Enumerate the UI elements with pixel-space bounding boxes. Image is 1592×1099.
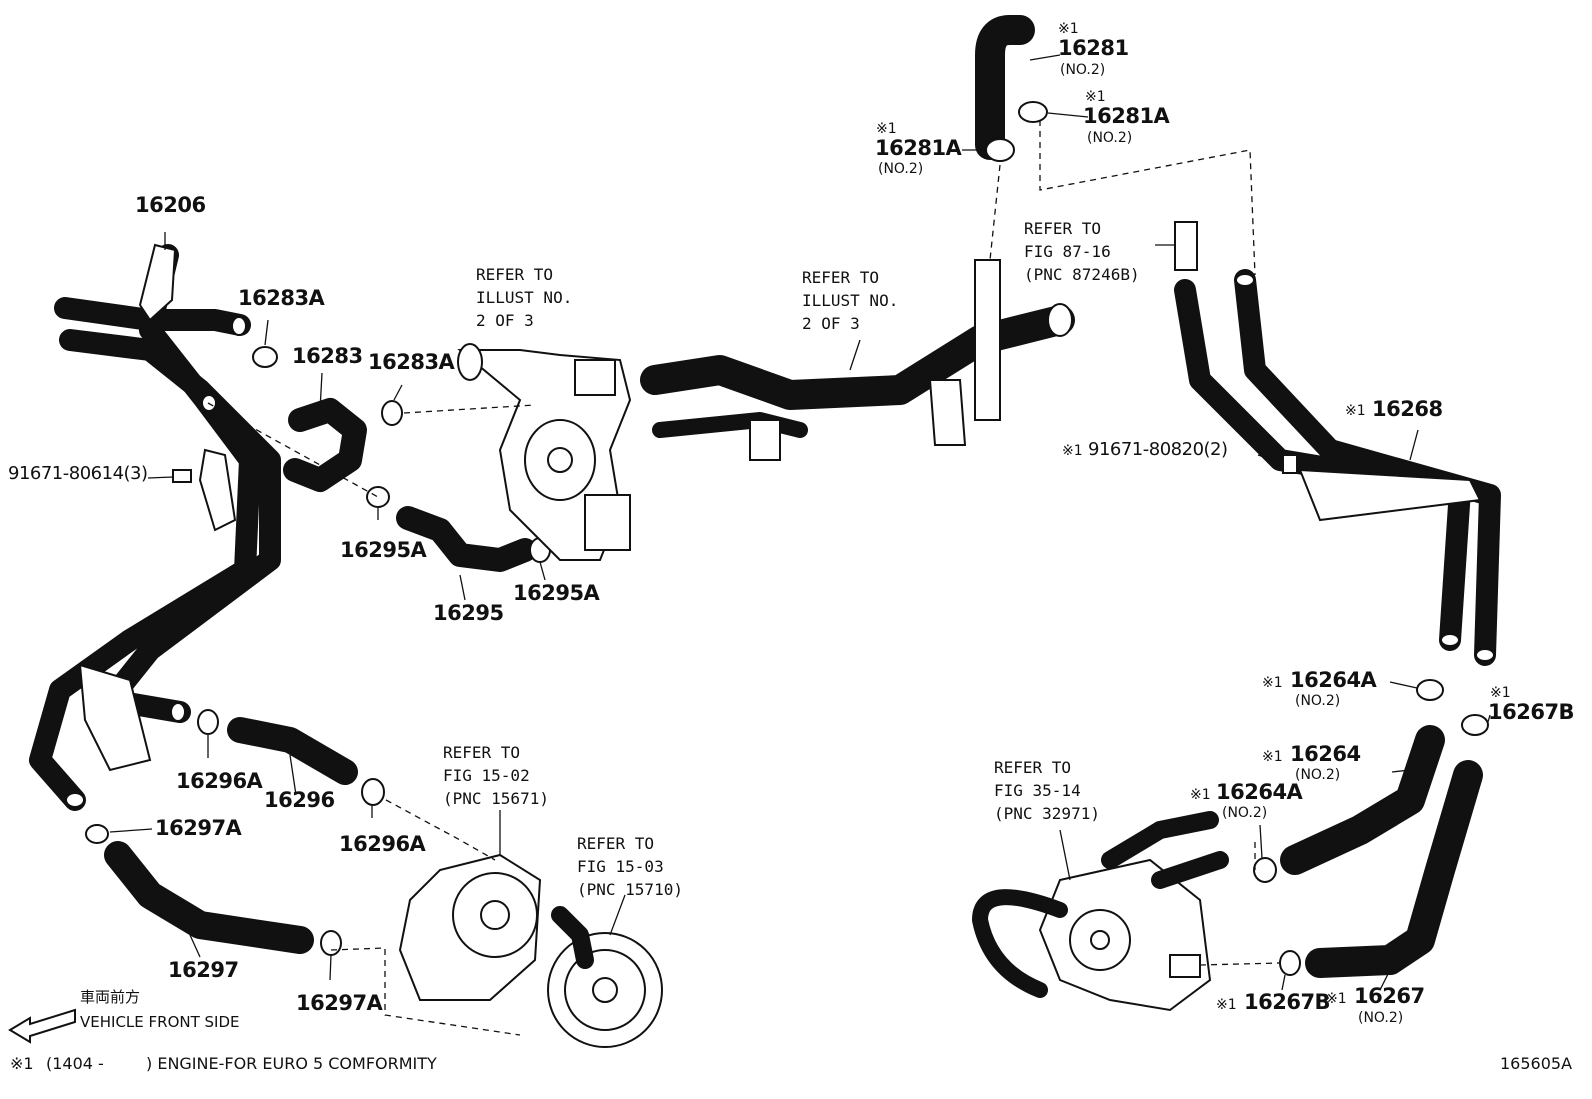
clamp-16281A-left [985, 138, 1015, 162]
footnote-mark: ※1 [10, 1054, 34, 1073]
callout-16281: 16281 [1058, 36, 1129, 60]
callout-16296: 16296 [264, 788, 335, 812]
callout-16264A-1: 16264A [1290, 668, 1377, 692]
callout-16264A-2-sub: (NO.2) [1222, 805, 1268, 821]
callout-16267: 16267 [1354, 984, 1425, 1008]
callout-16267B-2: 16267B [1244, 990, 1331, 1014]
water-pump-assembly [972, 811, 1229, 1012]
callout-16281A-right: 16281A [1083, 104, 1170, 128]
mark-16264A-2: ※1 [1190, 787, 1211, 803]
hose-16267 [1305, 760, 1483, 978]
reference-fig-15-02: REFER TO FIG 15-02 (PNC 15671) [443, 743, 549, 808]
vehicle-front-en: VEHICLE FRONT SIDE [80, 1013, 240, 1031]
hose-16295 [396, 506, 537, 572]
mark-91671-80820: ※1 [1062, 443, 1083, 459]
callout-16267-sub: (NO.2) [1358, 1010, 1404, 1026]
hose-16281 [975, 15, 1035, 160]
callout-16268: 16268 [1372, 397, 1443, 421]
callout-16264A-1-sub: (NO.2) [1295, 693, 1341, 709]
clamp-16283A-2 [381, 400, 403, 426]
callout-16264-sub: (NO.2) [1295, 767, 1341, 783]
throttle-body [457, 343, 632, 561]
footnote-text-a: (1404 - [46, 1054, 104, 1073]
callout-16295: 16295 [433, 601, 504, 625]
water-pipe-assembly-16206 [29, 243, 281, 811]
callout-16297A-1: 16297A [155, 816, 242, 840]
callout-91671-80614: 91671-80614(3) [8, 463, 148, 484]
callout-16283A-1: 16283A [238, 286, 325, 310]
hose-16283 [283, 398, 367, 492]
clamp-16267B-1 [1461, 714, 1489, 736]
water-pipe-16268 [1174, 221, 1501, 666]
mark-16281A-left: ※1 [876, 121, 897, 137]
clamp-16296A-2 [361, 778, 385, 806]
mark-16267: ※1 [1326, 991, 1347, 1007]
oil-cooler-assembly [398, 853, 663, 1048]
mark-16281A-right: ※1 [1085, 89, 1106, 105]
reference-fig-87-16: REFER TO FIG 87-16 (PNC 87246B) [1024, 219, 1140, 284]
vehicle-front-jp: 車両前方 [80, 988, 141, 1006]
clamp-16297A-1 [85, 824, 109, 844]
callout-16297A-2: 16297A [296, 991, 383, 1015]
callout-16297: 16297 [168, 958, 239, 982]
clamp-16264A-2 [1253, 857, 1277, 883]
callout-16264A-2: 16264A [1216, 780, 1303, 804]
mark-16268: ※1 [1345, 403, 1366, 419]
callout-16283A-2: 16283A [368, 350, 455, 374]
callout-16296A-1: 16296A [176, 769, 263, 793]
clamp-16281A-right [1018, 101, 1048, 123]
footnote-text-b: ) ENGINE-FOR EURO 5 COMFORMITY [146, 1054, 437, 1073]
callout-16295A-1: 16295A [340, 538, 427, 562]
reference-illust-1: REFER TO ILLUST NO. 2 OF 3 [476, 265, 573, 330]
mark-16267B-2: ※1 [1216, 997, 1237, 1013]
clamp-16296A-1 [197, 709, 219, 735]
bolt-91671-80820 [1282, 454, 1298, 474]
bolt-91671-80614 [172, 469, 192, 483]
hose-16297 [104, 841, 314, 954]
mark-16281: ※1 [1058, 21, 1079, 37]
callout-16296A-2: 16296A [339, 832, 426, 856]
callout-16267B-1: 16267B [1488, 700, 1575, 724]
callout-16295A-2: 16295A [513, 581, 600, 605]
callout-16281A-right-sub: (NO.2) [1087, 130, 1133, 146]
leader-lines [109, 54, 1491, 991]
vehicle-front-arrow-icon [8, 1008, 76, 1044]
clamp-16283A-1 [252, 346, 278, 368]
callout-16206: 16206 [135, 193, 206, 217]
clamp-16267B-2 [1279, 950, 1301, 976]
mark-16264A-1: ※1 [1262, 675, 1283, 691]
callout-16264: 16264 [1290, 742, 1361, 766]
callout-16281A-left-sub: (NO.2) [878, 161, 924, 177]
hose-16296 [227, 717, 358, 785]
clamp-16264A-1 [1416, 679, 1444, 701]
callout-16283: 16283 [292, 344, 363, 368]
reference-fig-15-03: REFER TO FIG 15-03 (PNC 15710) [577, 834, 683, 899]
diagram-id: 165605A [1500, 1054, 1573, 1073]
clamp-16297A-2 [320, 930, 342, 956]
connection-lines [207, 120, 1281, 1036]
upper-water-pipe [640, 259, 1075, 461]
callout-91671-80820: 91671-80820(2) [1088, 439, 1228, 460]
hose-16264 [1280, 725, 1445, 875]
clamp-16295A-1 [366, 486, 390, 508]
mark-16267B-1: ※1 [1490, 685, 1511, 701]
callout-16281-sub: (NO.2) [1060, 62, 1106, 78]
reference-fig-35-14: REFER TO FIG 35-14 (PNC 32971) [994, 758, 1100, 823]
reference-illust-2: REFER TO ILLUST NO. 2 OF 3 [802, 268, 899, 333]
mark-16264: ※1 [1262, 749, 1283, 765]
callout-16281A-left: 16281A [875, 136, 962, 160]
